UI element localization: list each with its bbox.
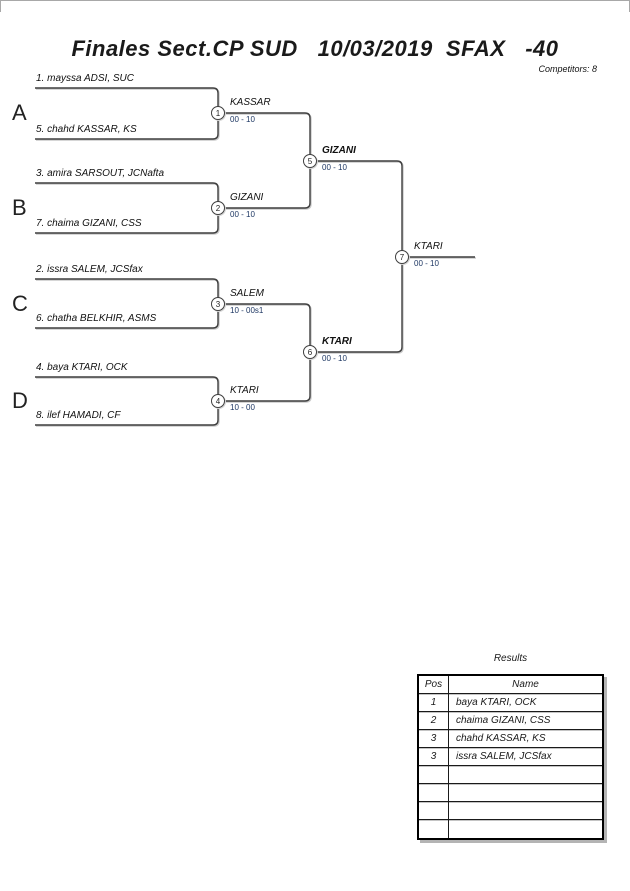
result-name [449,766,602,783]
final-score: 00 - 10 [414,259,439,268]
result-pos: 2 [419,712,449,729]
match-score: 10 - 00 [230,403,255,412]
results-empty-row [419,802,602,820]
match-winner: KTARI [230,385,259,396]
results-row: 3 chahd KASSAR, KS [419,730,602,748]
match-score: 00 - 10 [230,115,255,124]
player-name: 1. mayssa ADSI, SUC [36,73,134,84]
results-row: 1 baya KTARI, OCK [419,694,602,712]
results-col-name: Name [512,679,539,690]
player-name: 3. amira SARSOUT, JCNafta [36,168,165,179]
result-name [449,784,602,801]
result-name: chaima GIZANI, CSS [456,715,551,726]
result-name [449,802,602,819]
match-winner: KASSAR [230,97,271,108]
result-pos [419,820,449,838]
semifinal-winner: GIZANI [322,145,356,156]
player-name: 2. issra SALEM, JCSfax [36,264,143,275]
match-score: 10 - 00s1 [230,306,264,315]
semifinal-winner: KTARI [322,336,352,347]
result-pos: 3 [419,748,449,765]
page-title: Finales Sect.CP SUD 10/03/2019 SFAX -40 [71,36,559,61]
group-label-c: C [12,291,28,316]
match-winner: GIZANI [230,192,264,203]
player-name: 6. chatha BELKHIR, ASMS [36,313,157,324]
result-pos: 3 [419,730,449,747]
results-table: Pos Name 1 baya KTARI, OCK 2 chaima GIZA… [417,674,604,840]
results-col-pos: Pos [419,676,449,693]
match-number-badge: 3 [211,297,225,311]
semifinal-score: 00 - 10 [322,163,347,172]
results-header-row: Pos Name [419,676,602,694]
group-label-d: D [12,388,28,413]
page-edge-top [0,0,630,1]
result-name: issra SALEM, JCSfax [456,751,552,762]
result-name: chahd KASSAR, KS [456,733,546,744]
results-row: 3 issra SALEM, JCSfax [419,748,602,766]
bracket-final [317,160,403,353]
player-name: 4. baya KTARI, OCK [36,362,128,373]
page-edge-left [0,0,1,12]
match-number-badge: 2 [211,201,225,215]
semifinal-score: 00 - 10 [322,354,347,363]
match-number-badge: 5 [303,154,317,168]
player-name: 5. chahd KASSAR, KS [36,124,137,135]
result-name [449,820,602,838]
competitors-count: Competitors: 8 [538,64,597,74]
results-row: 2 chaima GIZANI, CSS [419,712,602,730]
results-empty-row [419,766,602,784]
result-pos [419,766,449,783]
results-empty-row [419,820,602,838]
match-winner: SALEM [230,288,264,299]
result-pos [419,802,449,819]
player-name: 7. chaima GIZANI, CSS [36,218,142,229]
results-title: Results [493,653,528,664]
group-label-a: A [12,100,27,125]
result-pos: 1 [419,694,449,711]
match-score: 00 - 10 [230,210,255,219]
player-name: 8. ilef HAMADI, CF [36,410,121,421]
match-number-badge: 4 [211,394,225,408]
result-pos [419,784,449,801]
match-number-badge: 7 [395,250,409,264]
results-empty-row [419,784,602,802]
match-number-badge: 1 [211,106,225,120]
result-name: baya KTARI, OCK [456,697,537,708]
match-number-badge: 6 [303,345,317,359]
group-label-b: B [12,195,27,220]
final-winner: KTARI [414,241,443,252]
